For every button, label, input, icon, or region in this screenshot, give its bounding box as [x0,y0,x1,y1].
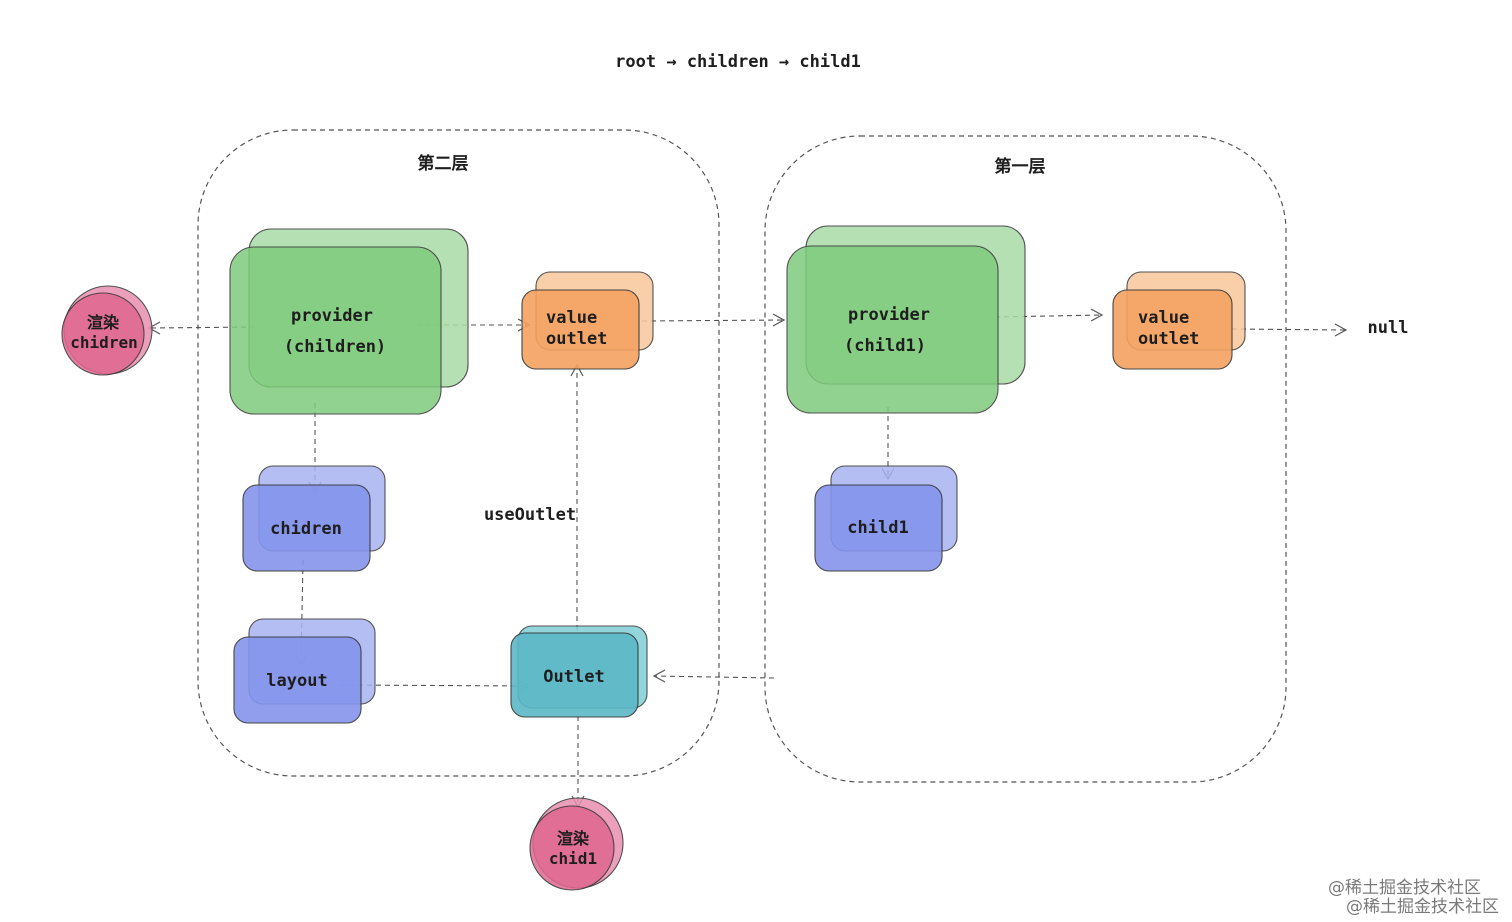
first-layer-frame [764,135,1287,783]
arrowhead-value-first [1090,308,1104,322]
value-outlet-first-label-1: value [1138,308,1189,328]
render-child1-label-1: 渲染 [557,829,590,848]
watermark-1: @稀土掘金技术社区 [1328,878,1481,898]
render-children-label-2: chidren [70,333,137,352]
use-outlet-label: useOutlet [484,505,576,525]
child1-front [814,484,943,572]
render-child1-front [529,805,615,891]
render-children-node: 渲染 chidren [61,285,153,376]
provider-child1-label-1: provider [848,305,930,325]
second-layer-frame [197,129,720,777]
render-children-front [61,292,145,376]
provider-children-front [229,246,442,415]
path-title: root → children → child1 [615,52,861,72]
provider-children-label-2: (children) [284,337,386,357]
outlet-node: Outlet [510,625,648,718]
watermark-2: @稀土掘金技术社区 [1346,897,1499,917]
render-children-label-1: 渲染 [87,313,120,332]
child1-label: child1 [847,518,908,538]
value-outlet-first-label-2: outlet [1138,329,1199,349]
provider-child1-node: provider (child1) [786,225,1026,414]
value-outlet-second-label-1: value [546,308,597,328]
provider-child1-label-2: (child1) [844,336,926,356]
layout-label: layout [266,671,327,691]
children-front [242,484,371,572]
render-child1-node: 渲染 chid1 [529,797,624,891]
value-outlet-first-front [1112,289,1233,370]
child1-node: child1 [814,465,958,572]
connector-value-to-provider-child1 [641,319,785,322]
arrowhead-null [1334,323,1348,337]
outlet-label: Outlet [543,667,604,687]
render-child1-label-2: chid1 [549,849,597,868]
connector-value-to-null [1231,328,1347,331]
children-label: chidren [270,519,342,539]
provider-children-label-1: provider [291,306,373,326]
arrowhead-outlet-from-layer1 [652,669,666,683]
null-label: null [1368,318,1409,338]
value-outlet-second-node: value outlet [521,271,654,370]
provider-children-node: provider (children) [229,228,469,415]
first-layer-title: 第一层 [995,156,1046,177]
second-layer-title: 第二层 [418,153,469,174]
layout-node: layout [233,618,376,724]
value-outlet-first-node: value outlet [1112,271,1246,370]
provider-child1-front [786,245,999,414]
value-outlet-second-label-2: outlet [546,329,607,349]
layout-front [233,636,362,724]
arrowhead-provider-child1 [772,313,786,327]
value-outlet-second-front [521,289,640,370]
outlet-front [510,632,639,718]
connector-layer1-to-outlet [653,675,775,679]
children-node: chidren [242,465,386,572]
